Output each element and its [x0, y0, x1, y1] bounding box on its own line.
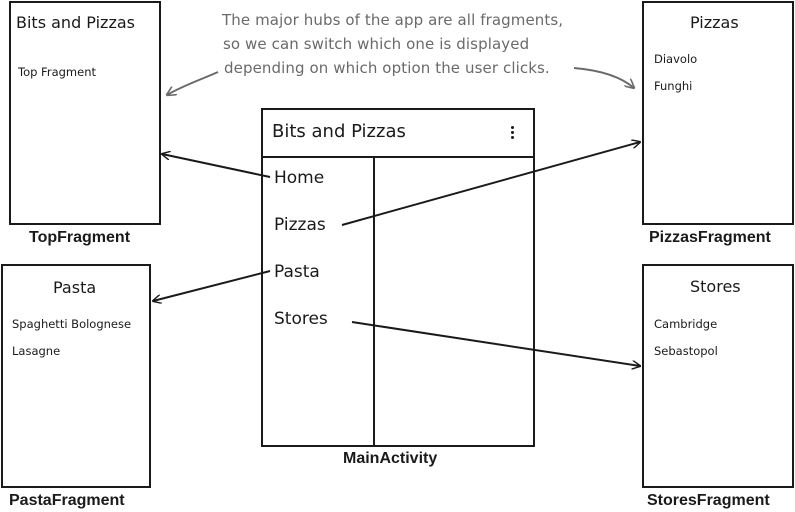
annotation-arrow-left — [167, 71, 219, 95]
pasta-fragment-item: Lasagne — [12, 344, 61, 358]
arrow-stores-to-stores-fragment — [351, 321, 640, 366]
drawer-item-home[interactable]: Home — [274, 168, 325, 188]
nav-drawer: Home Pizzas Pasta Stores — [263, 158, 375, 445]
annotation-text: The major hubs of the app are all fragme… — [222, 8, 592, 80]
pasta-fragment-title: Pasta — [53, 278, 97, 297]
stores-fragment-title: Stores — [690, 277, 741, 296]
top-fragment-item: Top Fragment — [18, 65, 96, 79]
stores-fragment-item: Sebastopol — [654, 344, 718, 358]
drawer-item-pizzas[interactable]: Pizzas — [274, 215, 326, 235]
stores-fragment-caption: StoresFragment — [647, 492, 770, 509]
main-activity-screen: Bits and Pizzas Home Pizzas Pasta Stores — [261, 108, 535, 447]
arrow-home-to-top-fragment — [162, 154, 271, 178]
pizzas-fragment-title: Pizzas — [690, 13, 739, 32]
drawer-item-stores[interactable]: Stores — [274, 309, 328, 329]
stores-fragment-screen: Stores Cambridge Sebastopol — [642, 264, 794, 488]
top-fragment-title: Bits and Pizzas — [16, 13, 135, 32]
pizzas-fragment-item: Diavolo — [654, 52, 698, 66]
arrow-pizzas-to-pizzas-fragment — [341, 142, 640, 226]
app-title: Bits and Pizzas — [272, 121, 406, 142]
pasta-fragment-caption: PastaFragment — [9, 492, 125, 509]
arrow-pasta-to-pasta-fragment — [153, 270, 271, 301]
main-activity-caption: MainActivity — [343, 450, 438, 467]
stores-fragment-item: Cambridge — [654, 317, 718, 331]
pizzas-fragment-screen: Pizzas Diavolo Funghi — [642, 1, 794, 225]
drawer-item-pasta[interactable]: Pasta — [274, 262, 320, 282]
pizzas-fragment-item: Funghi — [654, 79, 693, 93]
pizzas-fragment-caption: PizzasFragment — [649, 229, 771, 246]
pasta-fragment-item: Spaghetti Bolognese — [12, 317, 132, 331]
pasta-fragment-screen: Pasta Spaghetti Bolognese Lasagne — [1, 264, 151, 488]
annotation-arrow-right — [573, 67, 634, 88]
overflow-menu-icon[interactable] — [511, 126, 515, 141]
top-fragment-caption: TopFragment — [29, 229, 131, 246]
annotation-line: The major hubs of the app are all fragme… — [222, 11, 564, 29]
top-fragment-screen: Bits and Pizzas Top Fragment — [9, 1, 161, 225]
app-bar: Bits and Pizzas — [263, 110, 533, 158]
annotation-line: so we can switch which one is displayed — [223, 35, 530, 53]
annotation-line: depending on which option the user click… — [224, 59, 550, 77]
